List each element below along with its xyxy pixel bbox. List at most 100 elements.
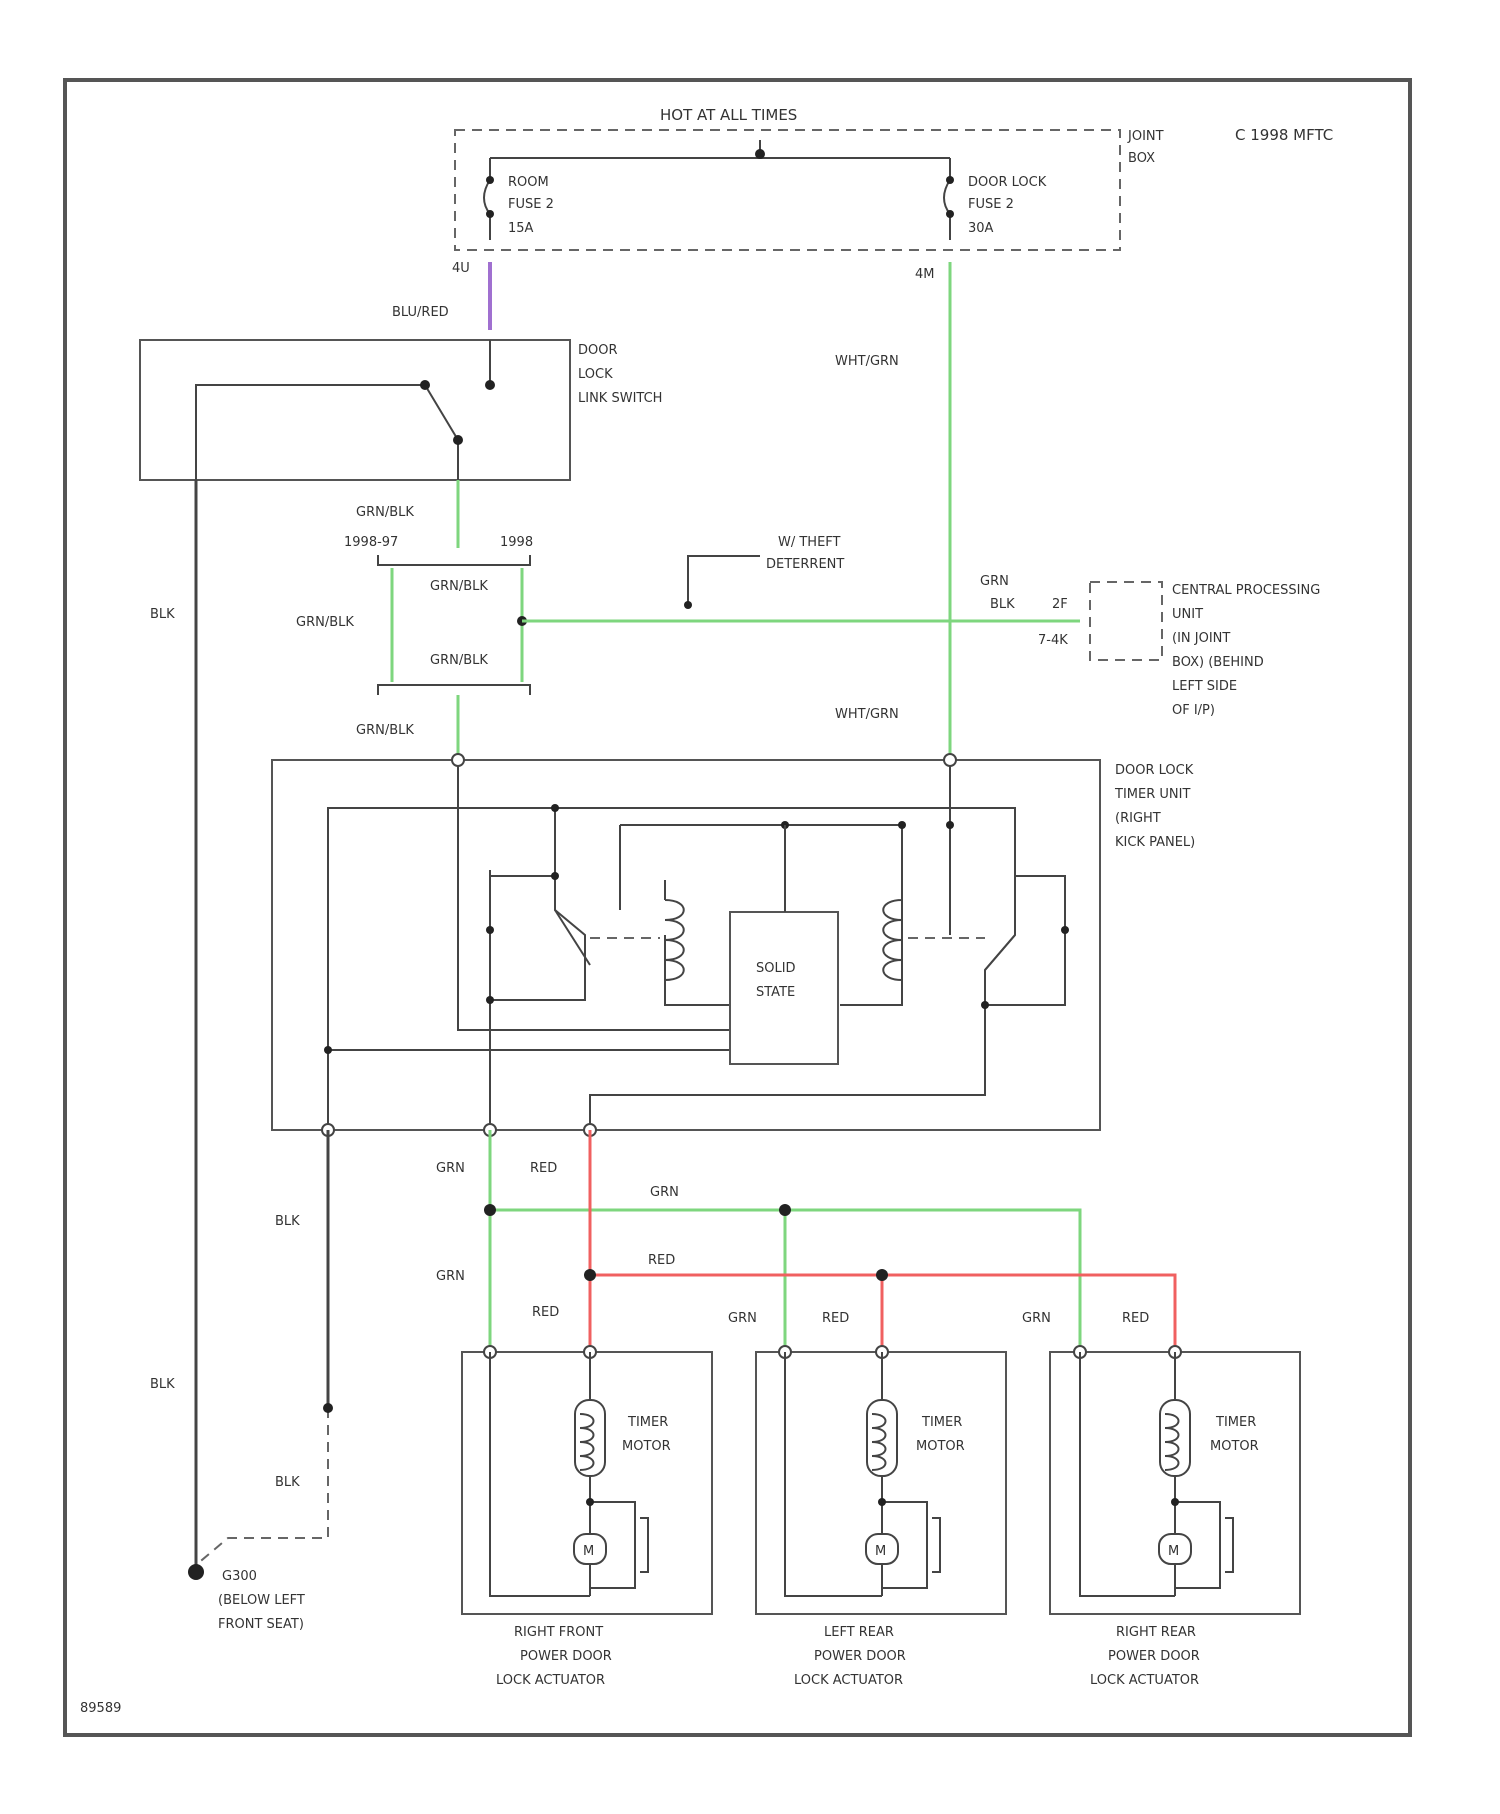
hot-at-all-times-label: HOT AT ALL TIMES xyxy=(660,106,797,124)
red-d-label: RED xyxy=(822,1311,849,1326)
left-fuse-node-top xyxy=(486,176,494,184)
cpu-pin-bot: 7-4K xyxy=(1038,633,1068,648)
relay-coil-right xyxy=(883,880,902,1005)
cpu-pin-top: 2F xyxy=(1052,597,1068,612)
link-switch-blade-end xyxy=(453,435,463,445)
grn-blk-label-3: GRN/BLK xyxy=(296,615,354,630)
wht-grn-label-1: WHT/GRN xyxy=(835,354,899,369)
actuator-lr-name-1: LEFT REAR xyxy=(824,1625,894,1640)
timer-node-6 xyxy=(486,926,494,934)
actuator-rf-timer-coil xyxy=(575,1400,605,1476)
red-distribution xyxy=(590,1130,1175,1352)
timer-unit-label-1: DOOR LOCK xyxy=(1115,763,1194,778)
actuator-lr-name-2: POWER DOOR xyxy=(814,1649,906,1664)
cpu-grn-label: GRN xyxy=(980,574,1009,589)
timer-internal-wiring xyxy=(328,760,1065,1130)
blk-dash-wire xyxy=(196,1408,328,1565)
diagram-frame xyxy=(65,80,1410,1735)
actuator-rr-magnet xyxy=(1225,1518,1233,1572)
ground-label-2: (BELOW LEFT xyxy=(218,1593,305,1608)
link-switch-pivot xyxy=(420,380,430,390)
blk-low-label: BLK xyxy=(150,1377,175,1392)
grn-b-label: GRN xyxy=(650,1185,679,1200)
joint-box xyxy=(455,130,1120,250)
anti-theft-leader xyxy=(688,556,760,605)
timer-unit-box xyxy=(272,760,1100,1130)
link-switch-internals xyxy=(196,340,490,480)
timer-node-9 xyxy=(1061,926,1069,934)
red-e-label: RED xyxy=(1122,1311,1149,1326)
timer-node-4 xyxy=(946,821,954,829)
hot-bus xyxy=(490,140,950,158)
cpu-label-6: OF I/P) xyxy=(1172,703,1215,718)
left-fuse-pin: 4U xyxy=(452,261,470,276)
right-fuse-label-1: DOOR LOCK xyxy=(968,175,1047,190)
grn-blk-label-4: GRN/BLK xyxy=(430,653,488,668)
timer-unit-label-3: (RIGHT xyxy=(1115,811,1161,826)
joint-box-label-2: BOX xyxy=(1128,151,1155,166)
actuator-right-front-box xyxy=(462,1352,712,1614)
relay-coil-left xyxy=(665,880,684,1005)
blk-mid-label: BLK xyxy=(275,1214,300,1229)
actuator-rf-node xyxy=(586,1498,594,1506)
actuator-rr-timer-label-2: MOTOR xyxy=(1210,1439,1259,1454)
red-b-label: RED xyxy=(648,1253,675,1268)
grn-d-label: GRN xyxy=(728,1311,757,1326)
cpu-label-4: BOX) (BEHIND xyxy=(1172,655,1264,670)
grn-blk-label-1: GRN/BLK xyxy=(356,505,414,520)
grn-blk-label-2: GRN/BLK xyxy=(430,579,488,594)
actuator-lr-timer-label-2: MOTOR xyxy=(916,1439,965,1454)
red-c-label: RED xyxy=(532,1305,559,1320)
cpu-blk-label: BLK xyxy=(990,597,1015,612)
actuator-lr-node xyxy=(878,1498,886,1506)
timer-conn-grn-blk xyxy=(452,754,464,766)
link-switch-label-1: DOOR xyxy=(578,343,618,358)
actuator-right-rear: M TIMER MOTOR RIGHT REAR POWER DOOR LOCK… xyxy=(1050,1346,1300,1688)
actuator-rf-timer-label-1: TIMER xyxy=(627,1415,668,1430)
solid-state-label-2: STATE xyxy=(756,985,795,1000)
ground-label-3: FRONT SEAT) xyxy=(218,1617,304,1632)
actuator-left-rear: M TIMER MOTOR LEFT REAR POWER DOOR LOCK … xyxy=(756,1346,1006,1688)
actuator-rr-wiring xyxy=(1080,1352,1220,1596)
grn-blk-label-5: GRN/BLK xyxy=(356,723,414,738)
grn-c-label: GRN xyxy=(436,1269,465,1284)
actuator-lr-coil-turns xyxy=(872,1414,886,1470)
right-fuse-node-bottom xyxy=(946,210,954,218)
actuator-right-front: M TIMER MOTOR RIGHT FRONT POWER DOOR LOC… xyxy=(462,1346,712,1688)
red-a-label: RED xyxy=(530,1161,557,1176)
left-fuse-label-3: 15A xyxy=(508,221,534,236)
left-fuse-label-2: FUSE 2 xyxy=(508,197,554,212)
figure-id: 89589 xyxy=(80,1701,121,1716)
ground-label-1: G300 xyxy=(222,1569,257,1584)
actuator-rf-motor-label: M xyxy=(583,1544,594,1559)
timer-conn-wht-grn xyxy=(944,754,956,766)
actuator-lr-wiring xyxy=(785,1352,927,1596)
year-right-label: 1998 xyxy=(500,535,533,550)
actuator-rr-node xyxy=(1171,1498,1179,1506)
actuator-rr-timer-coil xyxy=(1160,1400,1190,1476)
copyright-label: C 1998 MFTC xyxy=(1235,126,1333,144)
link-switch-contact xyxy=(485,380,495,390)
solid-state-label-1: SOLID xyxy=(756,961,796,976)
actuator-rf-name-1: RIGHT FRONT xyxy=(514,1625,603,1640)
actuator-rf-wiring xyxy=(490,1352,635,1596)
joint-box-label-1: JOINT xyxy=(1127,129,1164,144)
actuator-rr-motor-label: M xyxy=(1168,1544,1179,1559)
right-fuse-node-top xyxy=(946,176,954,184)
cpu-label-3: (IN JOINT xyxy=(1172,631,1230,646)
timer-node-1 xyxy=(551,804,559,812)
grn-splice-1 xyxy=(484,1204,496,1216)
timer-node-8 xyxy=(324,1046,332,1054)
actuator-rr-coil-turns xyxy=(1165,1414,1179,1470)
ground-point xyxy=(188,1564,204,1580)
grn-a-label: GRN xyxy=(436,1161,465,1176)
anti-theft-leader-dot xyxy=(684,601,692,609)
blk-dash-label: BLK xyxy=(275,1475,300,1490)
right-fuse-symbol xyxy=(944,158,950,240)
actuator-lr-name-3: LOCK ACTUATOR xyxy=(794,1673,903,1688)
red-splice-2 xyxy=(876,1269,888,1281)
left-fuse-symbol xyxy=(484,158,490,240)
timer-switch-right xyxy=(985,935,1015,970)
grn-splice-2 xyxy=(779,1204,791,1216)
